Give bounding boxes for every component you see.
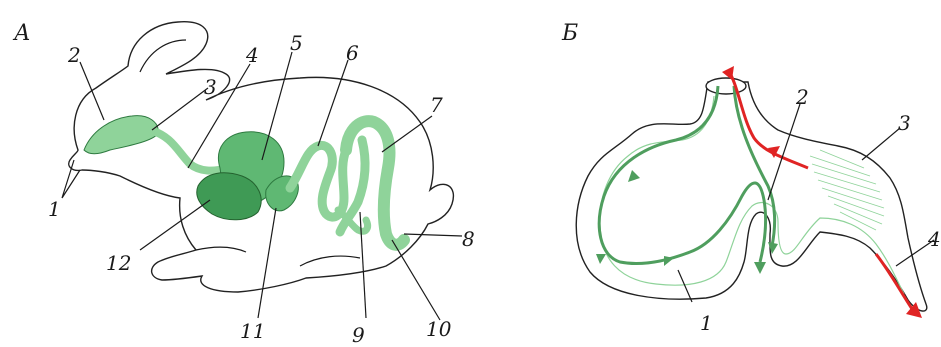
label-a-3: 3 xyxy=(204,75,217,99)
panel-a-rabbit: А xyxy=(12,21,475,347)
label-a-1: 1 xyxy=(48,197,61,221)
label-b-3: 3 xyxy=(898,111,911,135)
label-b-4: 4 xyxy=(927,227,941,251)
label-a-10: 10 xyxy=(426,317,452,341)
label-a-12: 12 xyxy=(106,251,131,275)
label-a-9: 9 xyxy=(352,323,365,347)
label-a-7: 7 xyxy=(430,93,443,117)
label-a-6: 6 xyxy=(346,41,359,65)
label-a-11: 11 xyxy=(240,319,265,343)
label-b-2: 2 xyxy=(795,85,809,109)
label-b-1: 1 xyxy=(700,311,713,335)
label-a-8: 8 xyxy=(462,227,475,251)
panel-b-title: Б xyxy=(561,21,578,46)
label-a-2: 2 xyxy=(67,43,81,67)
panel-b-stomach: Б xyxy=(561,21,941,335)
label-a-5: 5 xyxy=(290,31,303,55)
esophagus-opening xyxy=(706,78,746,94)
panel-a-title: А xyxy=(12,21,31,46)
label-a-4: 4 xyxy=(245,43,259,67)
green-arrow-4 xyxy=(754,262,766,274)
